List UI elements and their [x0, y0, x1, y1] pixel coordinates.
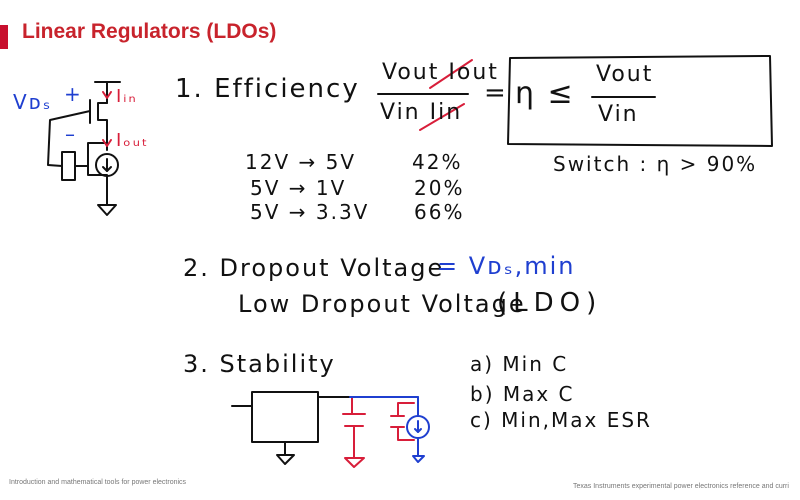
plus-sign: +: [64, 82, 83, 106]
dropout-heading: 2. Dropout Voltage: [183, 254, 445, 282]
footer-left: Introduction and mathematical tools for …: [9, 479, 187, 486]
stability-circuit: [231, 391, 351, 465]
conversion-row-2: 5V → 1V: [250, 176, 347, 200]
vds-label: Vᴅₛ: [13, 90, 53, 114]
box-denominator: Vin: [598, 102, 639, 127]
strike-iin: [419, 103, 465, 131]
conversion-row-1: 12V → 5V: [245, 150, 357, 174]
title-accent-bar: [0, 25, 8, 49]
minus-sign: –: [65, 122, 77, 146]
low-dropout-label: Low Dropout Voltage: [238, 290, 526, 318]
dropout-equation: = Vᴅₛ,min: [437, 252, 576, 280]
conversion-row-3: 5V → 3.3V: [250, 200, 370, 224]
efficiency-row-2: 20%: [414, 176, 465, 200]
stability-item-b: b) Max C: [470, 382, 575, 406]
strike-iout: [429, 59, 473, 89]
efficiency-row-3: 66%: [414, 200, 465, 224]
efficiency-heading: 1. Efficiency: [175, 74, 360, 104]
switch-note: Switch : η > 90%: [553, 152, 758, 176]
fraction-denominator: Vin Iin: [380, 100, 463, 125]
fraction-numerator: Vout Iout: [382, 60, 499, 85]
footer-right: Texas Instruments experimental power ele…: [573, 483, 789, 490]
ldo-label: (LDO): [497, 288, 603, 318]
current-load-blue: [349, 396, 430, 463]
stability-item-c: c) Min,Max ESR: [470, 408, 652, 432]
slide-title: Linear Regulators (LDOs): [22, 20, 277, 43]
box-numerator: Vout: [596, 62, 654, 87]
equals-sign: =: [484, 78, 508, 108]
stability-item-a: a) Min C: [470, 352, 569, 376]
capacitor-red: [342, 396, 415, 468]
iout-label: Iₒᵤₜ: [116, 130, 150, 151]
result-box: [507, 55, 773, 147]
efficiency-row-1: 42%: [412, 150, 463, 174]
eta-le: η ≤: [515, 76, 575, 111]
current-arrows: [102, 91, 112, 147]
ldo-circuit: [47, 81, 121, 216]
stability-heading: 3. Stability: [183, 350, 336, 378]
iin-label: Iᵢₙ: [116, 86, 138, 107]
